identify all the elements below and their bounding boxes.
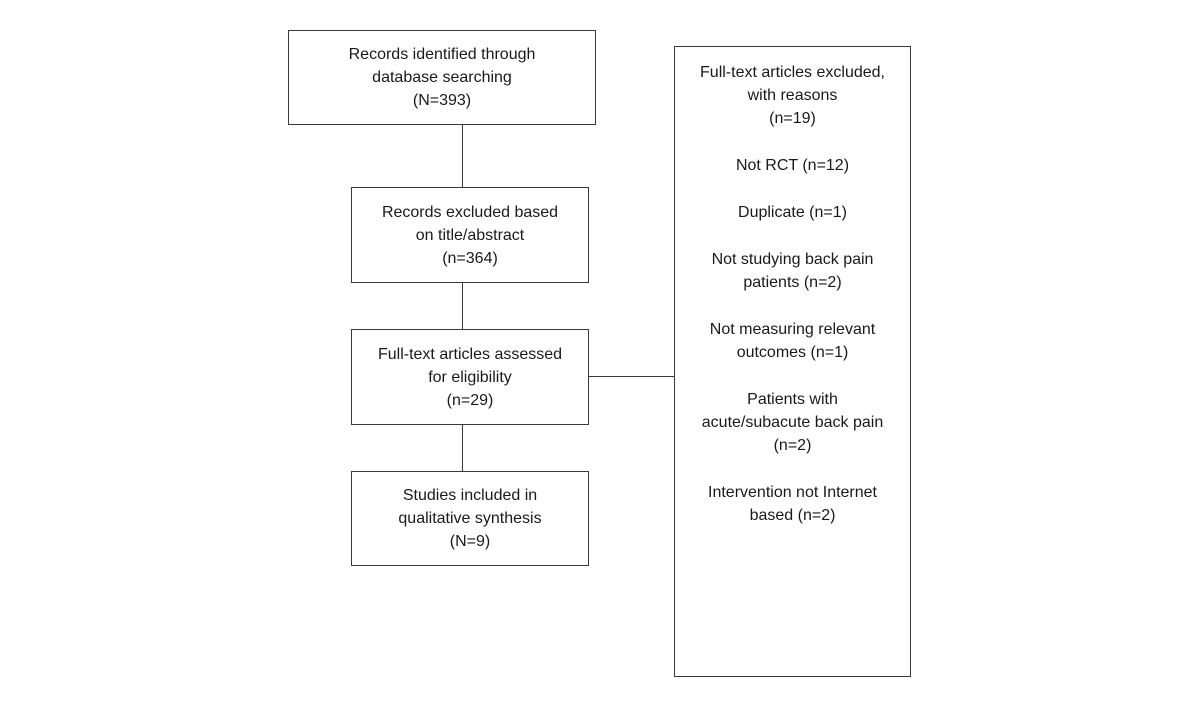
connector-line (462, 125, 463, 187)
exclusion-reason-text: Not studying back pain (711, 251, 874, 268)
exclusion-reason-duplicate: Duplicate (n=1) (738, 201, 847, 224)
exclusion-reason-not-back-pain: Not studying back pain patients (n=2) (712, 248, 874, 294)
full-text-assessed-box: Full-text articles assessed for eligibil… (351, 329, 589, 425)
exclusion-reason-not-relevant-outcomes: Not measuring relevant outcomes (n=1) (710, 318, 875, 364)
exclusion-reason-not-internet: Intervention not Internet based (n=2) (708, 481, 877, 527)
full-text-excluded-box: Full-text articles excluded, with reason… (674, 46, 911, 677)
box-text-line: Studies included in (402, 487, 538, 504)
connector-line (462, 425, 463, 471)
connector-line (462, 283, 463, 329)
records-identified-box: Records identified through database sear… (288, 30, 596, 125)
exclusion-reason-acute-subacute: Patients with acute/subacute back pain (… (702, 388, 883, 457)
exclusion-reason-text: acute/subacute back pain (701, 414, 884, 431)
exclusion-reason-text: based (n=2) (749, 507, 836, 524)
excluded-header: Full-text articles excluded, with reason… (700, 61, 885, 130)
box-text-line: Full-text articles assessed (377, 345, 563, 363)
exclusion-reason-text: patients (n=2) (743, 274, 842, 291)
exclusion-reason-text: Not measuring relevant (709, 321, 876, 338)
box-text-line: qualitative synthesis (398, 510, 542, 527)
exclusion-reason-not-rct: Not RCT (n=12) (736, 154, 849, 177)
box-text-line: for eligibility (428, 368, 512, 386)
exclusion-reason-text: outcomes (n=1) (736, 344, 849, 361)
exclusion-reason-text: Duplicate (n=1) (738, 204, 847, 221)
box-count: (N=9) (449, 533, 491, 550)
exclusion-connector-line (589, 376, 675, 377)
box-count: (N=393) (412, 92, 472, 109)
box-text-line: on title/abstract (415, 226, 525, 244)
box-text-line: Records identified through (348, 46, 536, 63)
exclusion-reason-text: (n=2) (773, 437, 812, 454)
excluded-header-count: (n=19) (769, 110, 816, 127)
box-count: (n=364) (442, 249, 498, 267)
studies-included-box: Studies included in qualitative synthesi… (351, 471, 589, 566)
exclusion-reason-text: Patients with (747, 391, 838, 408)
box-text-line: database searching (372, 69, 512, 86)
records-excluded-title-abstract-box: Records excluded based on title/abstract… (351, 187, 589, 283)
exclusion-reason-text: Intervention not Internet (708, 484, 877, 501)
excluded-header-line: with reasons (747, 87, 838, 104)
excluded-header-line: Full-text articles excluded, (700, 64, 885, 81)
exclusion-reason-text: Not RCT (n=12) (735, 157, 850, 174)
box-text-line: Records excluded based (381, 203, 559, 221)
box-count: (n=29) (446, 391, 494, 409)
